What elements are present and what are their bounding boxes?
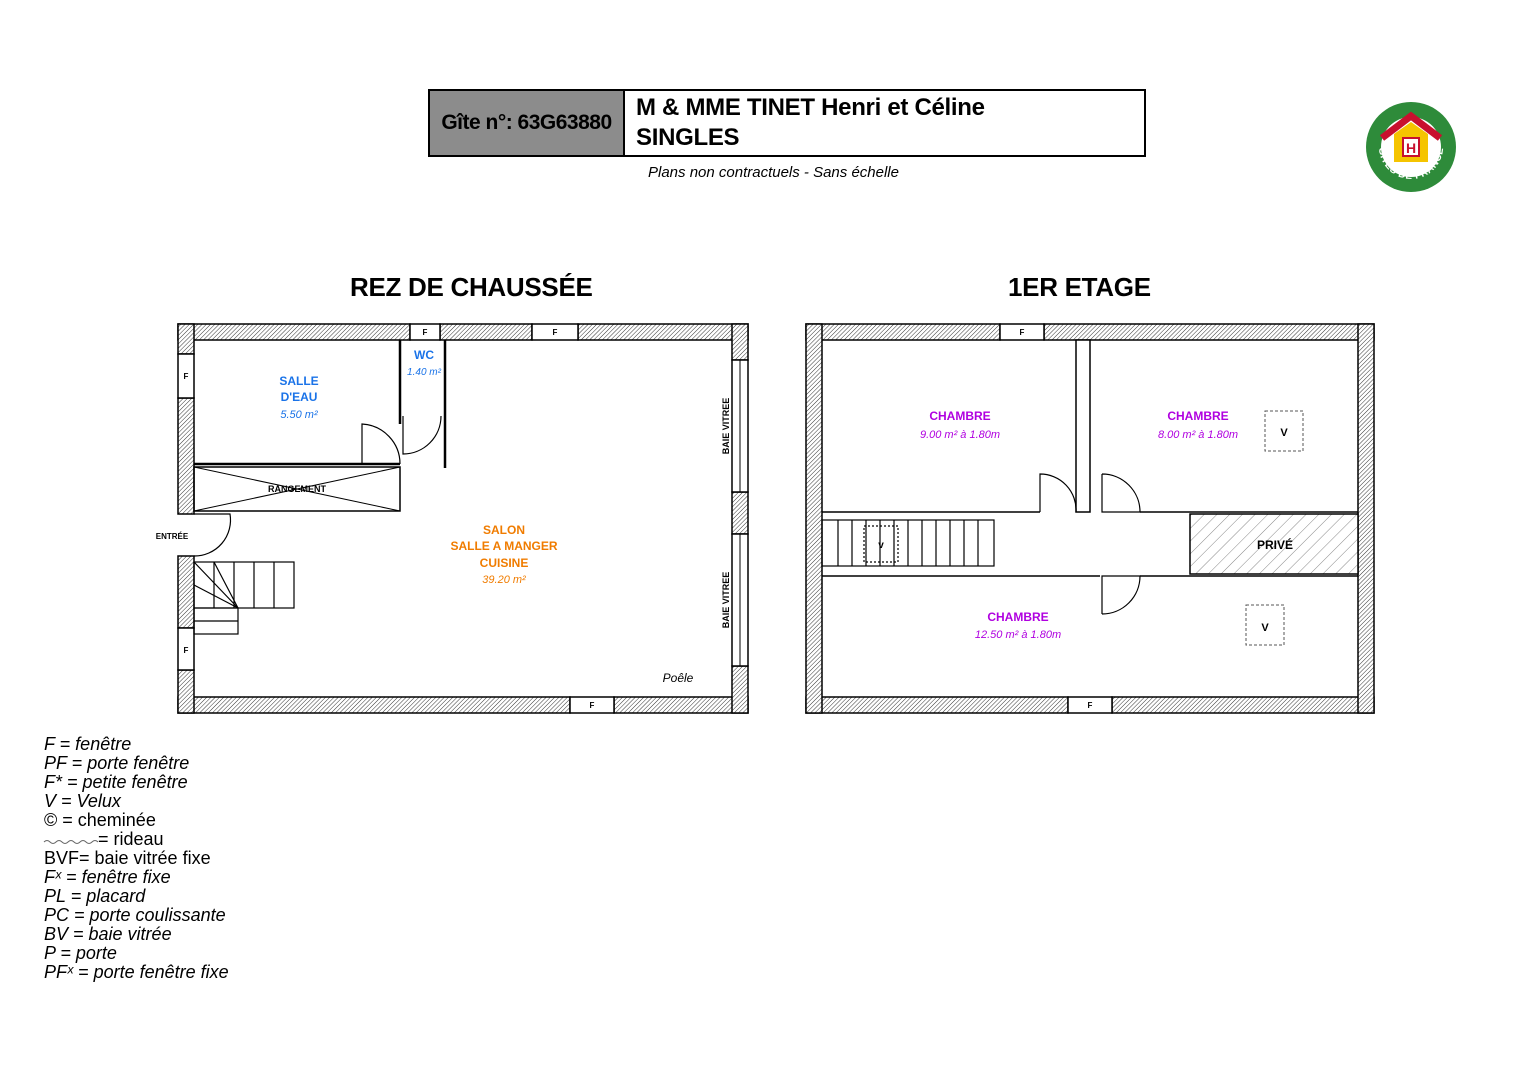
salon-label: CUISINE: [480, 556, 529, 570]
window: [569, 696, 615, 714]
salon-label: SALLE A MANGER: [450, 539, 557, 553]
legend-item: © = cheminée: [44, 810, 156, 830]
entree-label: ENTRÉE: [156, 532, 189, 541]
wall: [731, 323, 749, 361]
poele-label: Poêle: [663, 671, 694, 685]
wall: [577, 323, 749, 341]
svg-text:H: H: [1406, 140, 1416, 156]
window-label: F: [553, 328, 558, 337]
wall: [805, 696, 1069, 714]
legend-item: Fˣ = fenêtre fixe: [44, 867, 171, 887]
legend-item: = rideau: [98, 829, 164, 849]
ground-floor-plan: F F F F F BAIE VITREE BAIE VITREE SALLE …: [156, 323, 749, 714]
wall: [177, 696, 571, 714]
entrance-door: [193, 513, 232, 557]
salon-label: SALON: [483, 523, 525, 537]
wall: [177, 397, 195, 515]
door: [1101, 575, 1141, 615]
chambre-1-area: 9.00 m² à 1.80m: [920, 429, 1000, 441]
velux: [1264, 410, 1304, 452]
ground-floor-title: REZ DE CHAUSSÉE: [350, 272, 593, 302]
wall: [1111, 696, 1375, 714]
window-label: F: [184, 372, 189, 381]
door: [1039, 473, 1077, 513]
legend-item: PC = porte coulissante: [44, 905, 226, 925]
legend-item: V = Velux: [44, 791, 121, 811]
gites-de-france-logo-icon: H GÎTES DE FRANCE: [1366, 102, 1456, 192]
velux-label: V: [1280, 427, 1288, 439]
door: [361, 423, 401, 465]
wall: [177, 669, 195, 714]
legend-item: BV = baie vitrée: [44, 924, 172, 944]
rangement-label: RANGEMENT: [268, 484, 327, 494]
door: [1101, 473, 1141, 513]
window-label: F: [1020, 328, 1025, 337]
wall: [613, 696, 749, 714]
window: [409, 323, 441, 341]
wc-area: 1.40 m²: [407, 367, 442, 378]
wall: [731, 491, 749, 535]
window-label: F: [1088, 701, 1093, 710]
legend-item: PF = porte fenêtre: [44, 753, 190, 773]
window-label: F: [590, 701, 595, 710]
subtitle: Plans non contractuels - Sans échelle: [648, 164, 899, 181]
legend-item: P = porte: [44, 943, 117, 963]
salon-area: 39.20 m²: [482, 574, 526, 586]
chambre-1-label: CHAMBRE: [929, 409, 990, 423]
wall: [177, 323, 411, 341]
legend-item: F* = petite fenêtre: [44, 772, 188, 792]
window: [177, 353, 195, 399]
owner-name: M & MME TINET Henri et Céline: [636, 94, 985, 121]
window: [531, 323, 579, 341]
wall: [177, 555, 195, 629]
private-room: [1189, 513, 1359, 575]
prive-label: PRIVÉ: [1257, 537, 1293, 552]
legend-item: PL = placard: [44, 886, 146, 906]
wall: [731, 665, 749, 714]
salle-eau-label: SALLE: [279, 374, 318, 388]
window: [1067, 696, 1113, 714]
header-box: Gîte n°: 63G63880 M & MME TINET Henri et…: [428, 89, 1146, 157]
storage-cupboard: [193, 466, 401, 512]
wall: [439, 323, 533, 341]
wall: [1357, 323, 1375, 714]
chambre-2-label: CHAMBRE: [1167, 409, 1228, 423]
first-floor-plan: F F V V: [805, 323, 1375, 714]
stairs-velux-label: v: [878, 540, 884, 551]
location: SINGLES: [636, 124, 740, 151]
legend-item: F = fenêtre: [44, 734, 132, 754]
legend: F = fenêtre PF = porte fenêtre F* = peti…: [44, 735, 229, 982]
wall: [177, 323, 195, 355]
bay-window-label: BAIE VITREE: [721, 572, 731, 629]
wall: [805, 323, 1001, 341]
window-label: F: [423, 328, 428, 337]
salle-eau-area: 5.50 m²: [280, 409, 318, 421]
legend-item: BVF= baie vitrée fixe: [44, 848, 211, 868]
staircase: [821, 519, 995, 567]
velux: [1245, 604, 1285, 646]
bay-window-label: BAIE VITREE: [721, 398, 731, 455]
window: [177, 627, 195, 671]
staircase: [193, 561, 295, 635]
wall: [1043, 323, 1375, 341]
gite-number: Gîte n°: 63G63880: [430, 91, 625, 155]
velux-label: V: [1261, 622, 1269, 634]
wc-label: WC: [414, 348, 434, 362]
curtain-symbol-icon: [43, 840, 99, 844]
chambre-3-label: CHAMBRE: [987, 610, 1048, 624]
legend-item: PFˣ = porte fenêtre fixe: [44, 962, 229, 982]
chambre-3-area: 12.50 m² à 1.80m: [975, 629, 1061, 641]
chambre-2-area: 8.00 m² à 1.80m: [1158, 429, 1238, 441]
window: [999, 323, 1045, 341]
first-floor-title: 1ER ETAGE: [1008, 272, 1151, 302]
owner-cell: M & MME TINET Henri et Céline SINGLES: [625, 91, 1144, 155]
salle-eau-label: D'EAU: [281, 390, 318, 404]
door: [402, 415, 442, 455]
wall: [805, 323, 823, 714]
window-label: F: [184, 646, 189, 655]
